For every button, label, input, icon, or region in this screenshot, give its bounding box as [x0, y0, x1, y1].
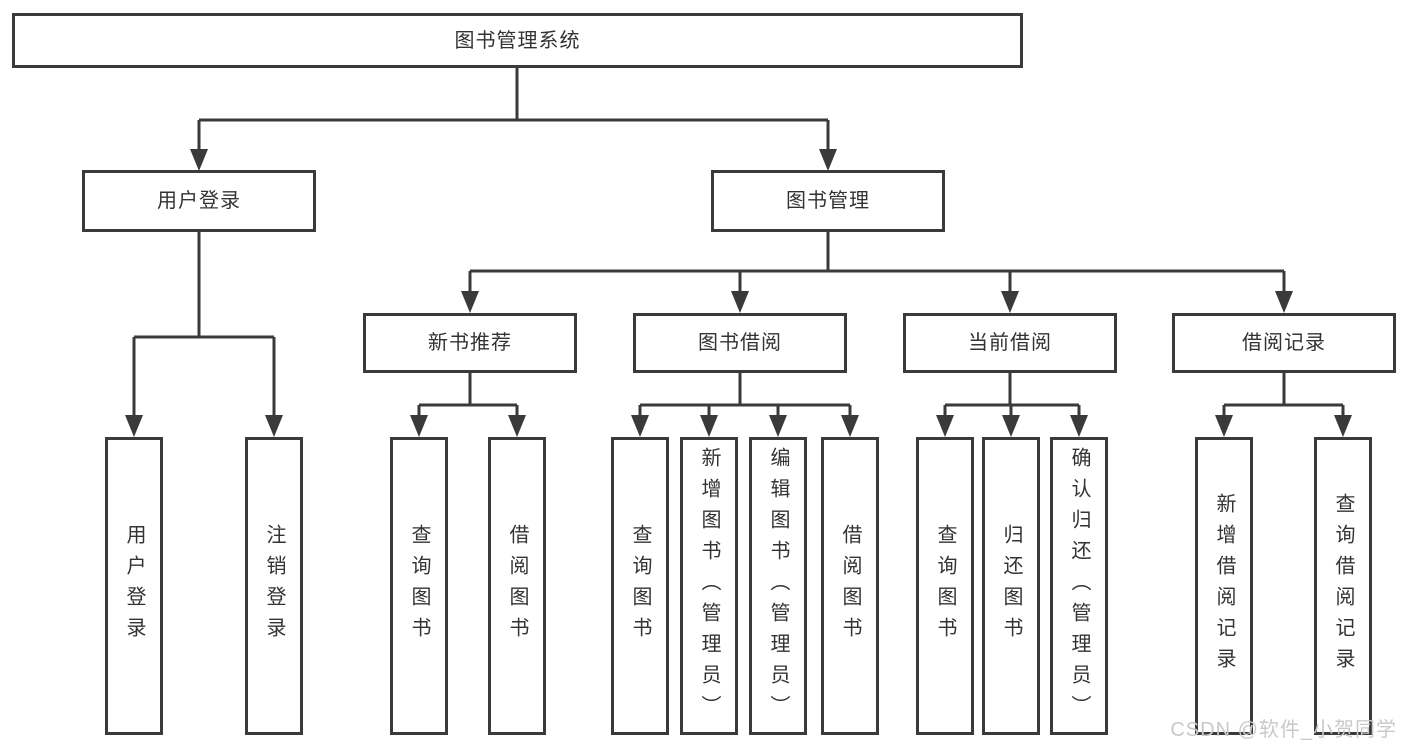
node-current-borrow: 当前借阅 — [903, 313, 1117, 373]
arrow-down-icon — [700, 415, 718, 437]
connector-root-to-level2 — [197, 68, 830, 151]
node-book-borrow: 图书借阅 — [633, 313, 847, 373]
arrow-down-icon — [125, 415, 143, 437]
arrow-down-icon — [631, 415, 649, 437]
connector-book-management-split — [468, 232, 1286, 293]
node-label: 查询图书 — [629, 524, 651, 648]
leaf-query-books-borrow: 查询图书 — [611, 437, 669, 735]
node-label: 新书推荐 — [428, 332, 512, 354]
node-label: 编辑图书（管理员） — [767, 446, 789, 726]
node-label: 借阅图书 — [506, 524, 528, 648]
leaf-query-books-current: 查询图书 — [916, 437, 974, 735]
node-book-management: 图书管理 — [711, 170, 945, 232]
connector-user-login-split — [132, 232, 276, 417]
node-label: 借阅记录 — [1242, 332, 1326, 354]
arrow-down-icon — [1070, 415, 1088, 437]
node-library-management-system: 图书管理系统 — [12, 13, 1023, 68]
node-label: 用户登录 — [157, 190, 241, 212]
arrow-down-icon — [936, 415, 954, 437]
connector-book-borrow-split — [638, 373, 852, 417]
leaf-edit-book-admin: 编辑图书（管理员） — [749, 437, 807, 735]
node-label: 确认归还（管理员） — [1068, 446, 1090, 726]
arrow-down-icon — [731, 291, 749, 313]
node-user-login: 用户登录 — [82, 170, 316, 232]
node-label: 图书管理系统 — [454, 29, 581, 52]
arrow-down-icon — [1215, 415, 1233, 437]
node-label: 借阅图书 — [839, 524, 861, 648]
node-label: 用户登录 — [123, 524, 145, 648]
arrow-down-icon — [1334, 415, 1352, 437]
node-label: 归还图书 — [1000, 524, 1022, 648]
node-label: 查询图书 — [934, 524, 956, 648]
arrow-down-icon — [841, 415, 859, 437]
arrow-down-icon — [410, 415, 428, 437]
node-label: 查询图书 — [408, 524, 430, 648]
leaf-borrow-books-recommend: 借阅图书 — [488, 437, 546, 735]
arrow-down-icon — [265, 415, 283, 437]
leaf-borrow-books: 借阅图书 — [821, 437, 879, 735]
node-new-book-recommend: 新书推荐 — [363, 313, 577, 373]
arrowheads — [125, 149, 1352, 437]
node-label: 查询借阅记录 — [1332, 493, 1354, 679]
arrow-down-icon — [461, 291, 479, 313]
node-label: 图书借阅 — [698, 332, 782, 354]
leaf-confirm-return-admin: 确认归还（管理员） — [1050, 437, 1108, 735]
leaf-user-login: 用户登录 — [105, 437, 163, 735]
node-label: 当前借阅 — [968, 332, 1052, 354]
leaf-query-borrow-record: 查询借阅记录 — [1314, 437, 1372, 735]
connector-new-book-split — [417, 373, 519, 417]
connector-borrow-record-split — [1222, 373, 1345, 417]
arrow-down-icon — [819, 149, 837, 171]
connector-current-borrow-split — [943, 373, 1081, 417]
leaf-add-borrow-record: 新增借阅记录 — [1195, 437, 1253, 735]
node-label: 新增借阅记录 — [1213, 493, 1235, 679]
arrow-down-icon — [769, 415, 787, 437]
node-borrow-records: 借阅记录 — [1172, 313, 1396, 373]
node-label: 注销登录 — [263, 524, 285, 648]
leaf-logout-login: 注销登录 — [245, 437, 303, 735]
arrow-down-icon — [508, 415, 526, 437]
arrow-down-icon — [1002, 415, 1020, 437]
node-label: 新增图书（管理员） — [698, 446, 720, 726]
arrow-down-icon — [1001, 291, 1019, 313]
node-label: 图书管理 — [786, 190, 870, 212]
arrow-down-icon — [1275, 291, 1293, 313]
arrow-down-icon — [190, 149, 208, 171]
leaf-return-books: 归还图书 — [982, 437, 1040, 735]
leaf-add-book-admin: 新增图书（管理员） — [680, 437, 738, 735]
leaf-query-books-recommend: 查询图书 — [390, 437, 448, 735]
